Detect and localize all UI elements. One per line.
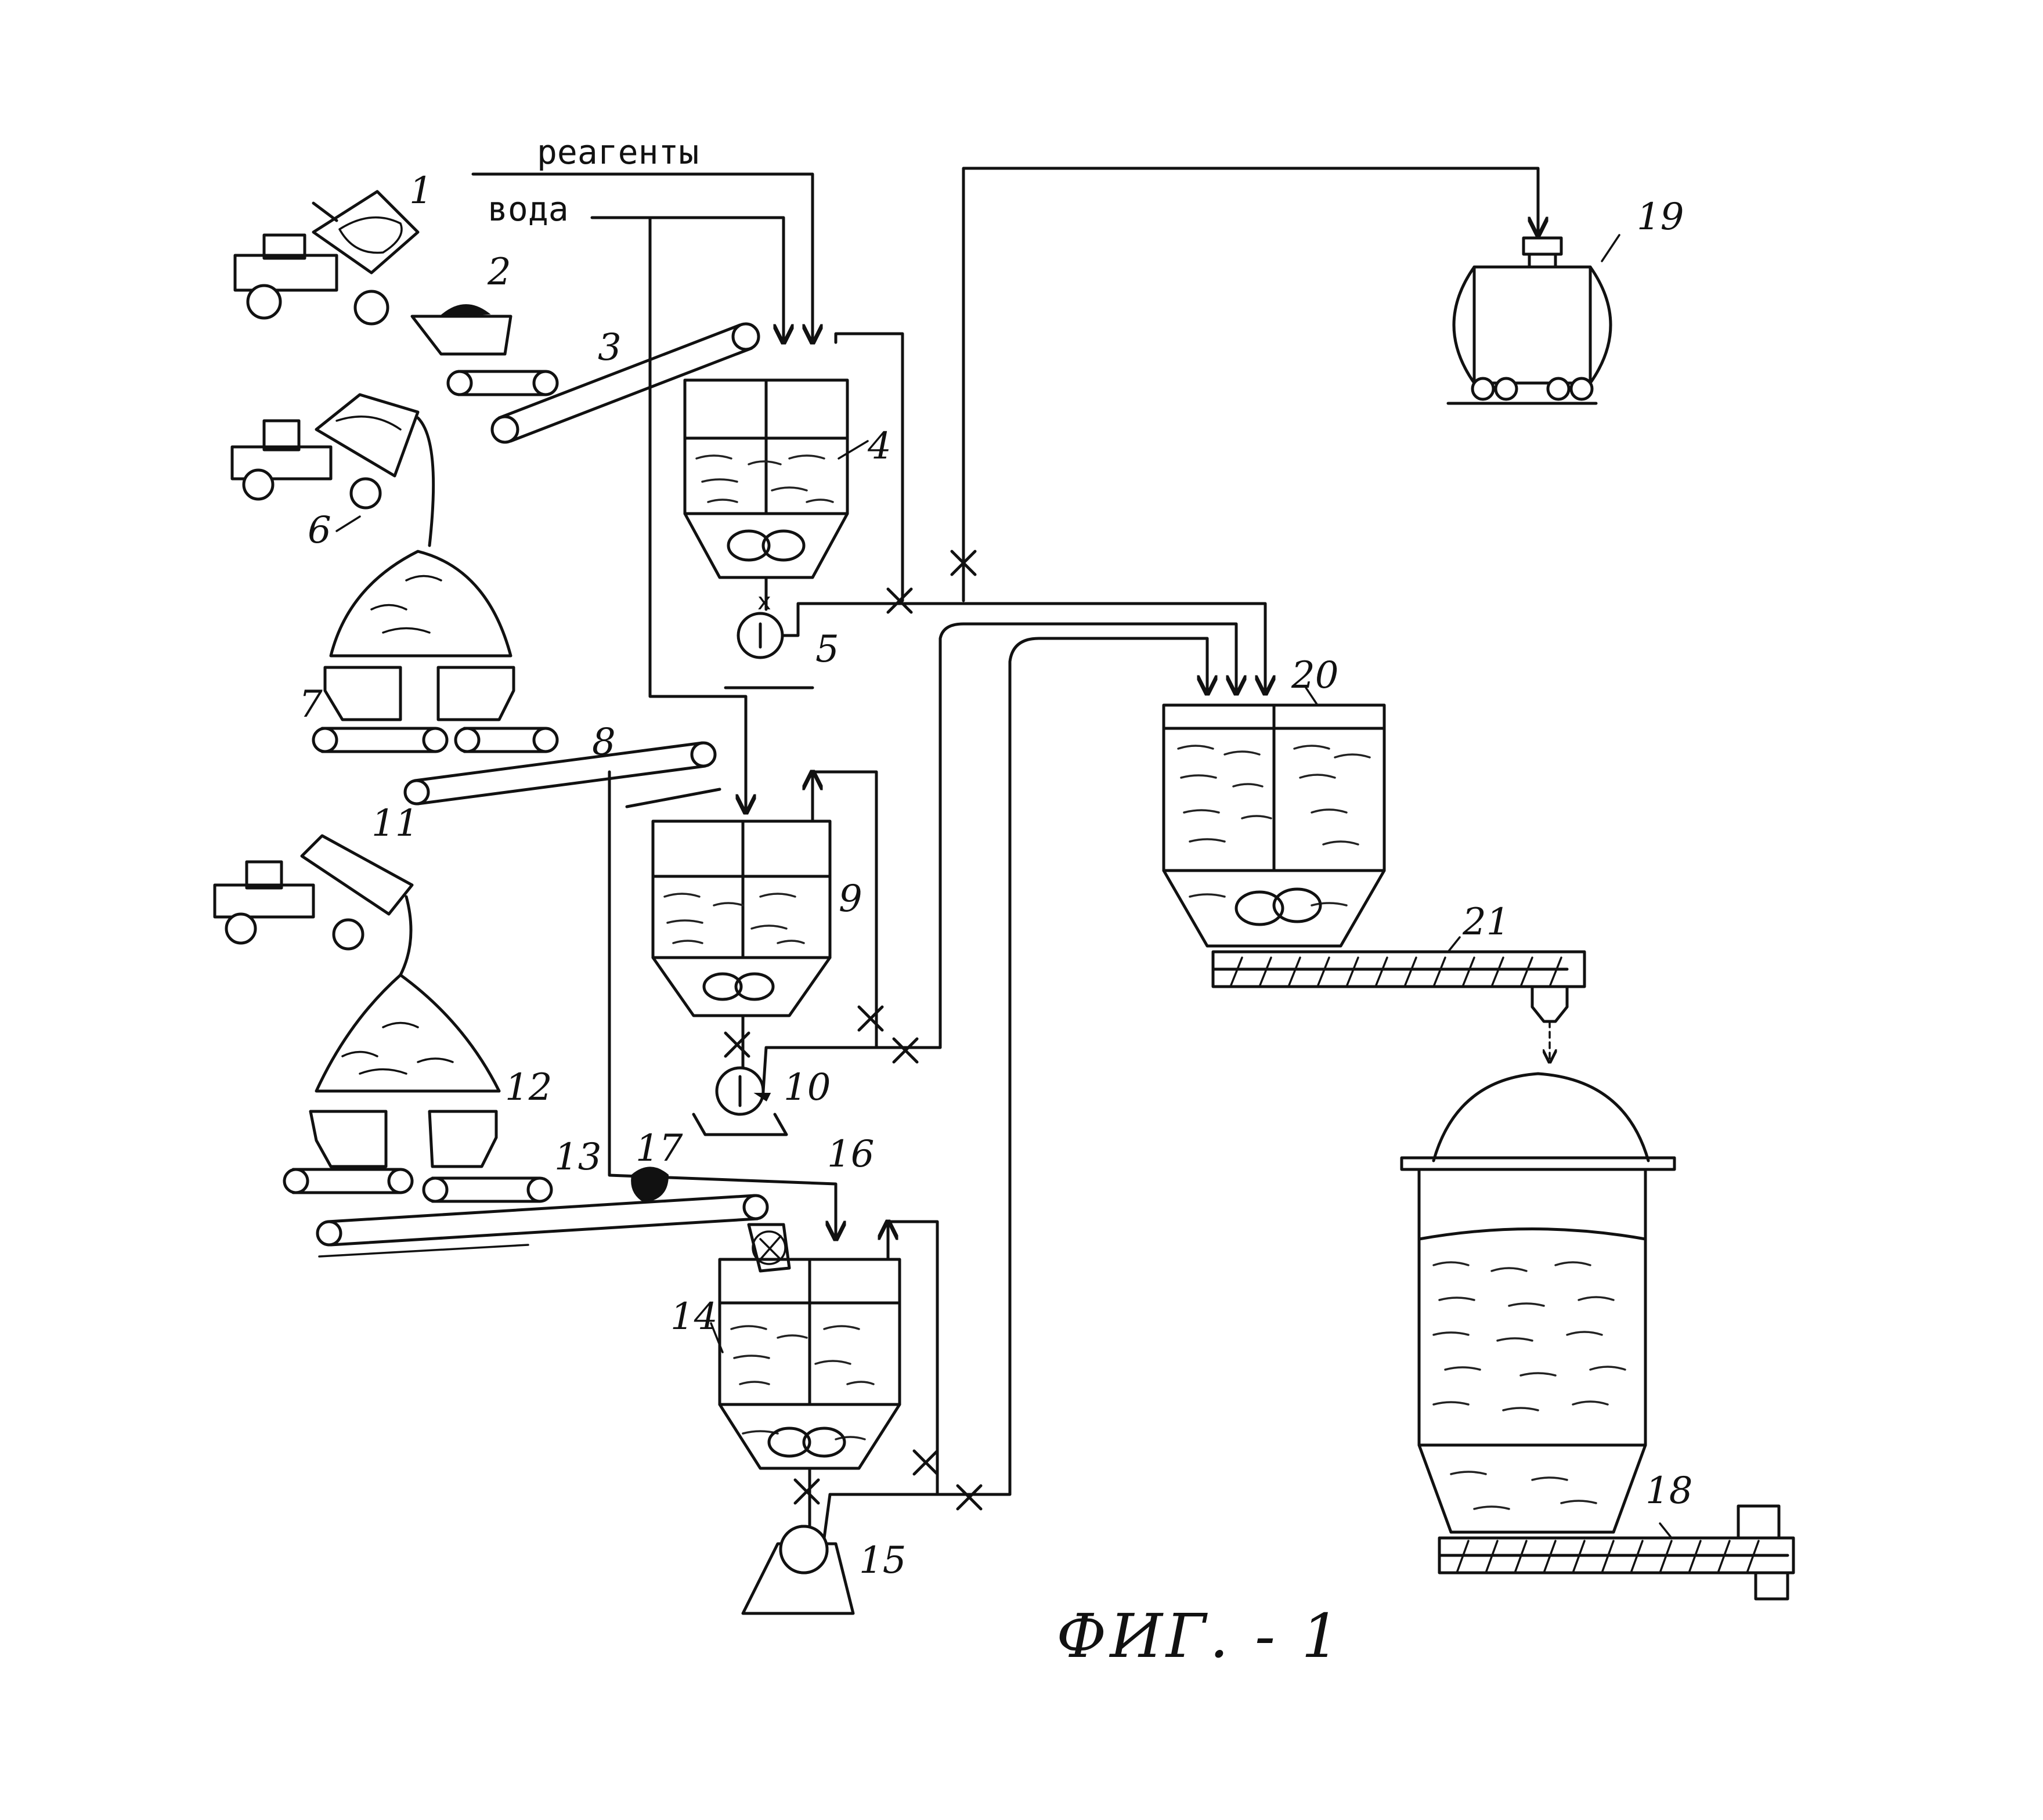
conveyor-3 (446, 322, 760, 444)
label-17: 17 (636, 1127, 683, 1170)
pump-15 (741, 637, 1207, 1615)
mixer-tank-9 (625, 772, 878, 1049)
label-1: 1 (409, 169, 433, 212)
label-20: 20 (1291, 654, 1338, 697)
label-10: 10 (784, 1066, 831, 1109)
receiving-hopper-2 (410, 304, 512, 356)
feed-bins-7 (312, 666, 559, 753)
water-label: вода (488, 189, 569, 229)
settler-tank-18 (1400, 1072, 1676, 1534)
label-7: 7 (299, 683, 323, 726)
tank-car-19 (1446, 234, 1620, 405)
label-4: 4 (867, 425, 891, 468)
conveyor-8 (403, 741, 717, 806)
label-2: 2 (487, 251, 511, 294)
reagent-water-feed-lines (471, 167, 1538, 813)
label-16: 16 (827, 1133, 874, 1176)
mixer-tank-4 (683, 378, 869, 579)
svg-text:x: x (757, 588, 771, 615)
label-13: 13 (554, 1136, 601, 1179)
reagents-label: реагенты (537, 132, 699, 172)
mixer-tank-20 (1162, 687, 1386, 948)
figure-caption: ФИГ. - 1 (1056, 1601, 1343, 1671)
label-14: 14 (670, 1295, 717, 1338)
conveyor-13 (316, 1194, 769, 1258)
label-11: 11 (371, 802, 418, 845)
screw-conveyor-21 (1211, 936, 1586, 1062)
pump-10 (692, 622, 965, 1136)
label-3: 3 (598, 326, 622, 369)
dump-truck-1 (233, 190, 420, 326)
label-5: 5 (815, 628, 839, 671)
label-12: 12 (505, 1066, 552, 1109)
label-18: 18 (1645, 1469, 1692, 1512)
label-8: 8 (592, 721, 616, 764)
feed-bins-12 (283, 1110, 553, 1203)
dump-truck-11 (213, 834, 501, 1093)
label-6: 6 (308, 509, 331, 552)
label-15: 15 (859, 1539, 906, 1582)
label-9: 9 (839, 878, 862, 920)
dump-truck-6 (230, 393, 512, 658)
feeder-17-crusher-16 (608, 770, 836, 1273)
screw-conveyor-18 (1438, 1504, 1795, 1601)
line-valves (724, 550, 983, 1511)
pump-5: x (724, 576, 907, 689)
feed-lines-20 (904, 602, 1265, 694)
label-21: 21 (1462, 901, 1510, 944)
label-19: 19 (1637, 196, 1684, 239)
mixer-tank-14 (710, 1222, 939, 1496)
